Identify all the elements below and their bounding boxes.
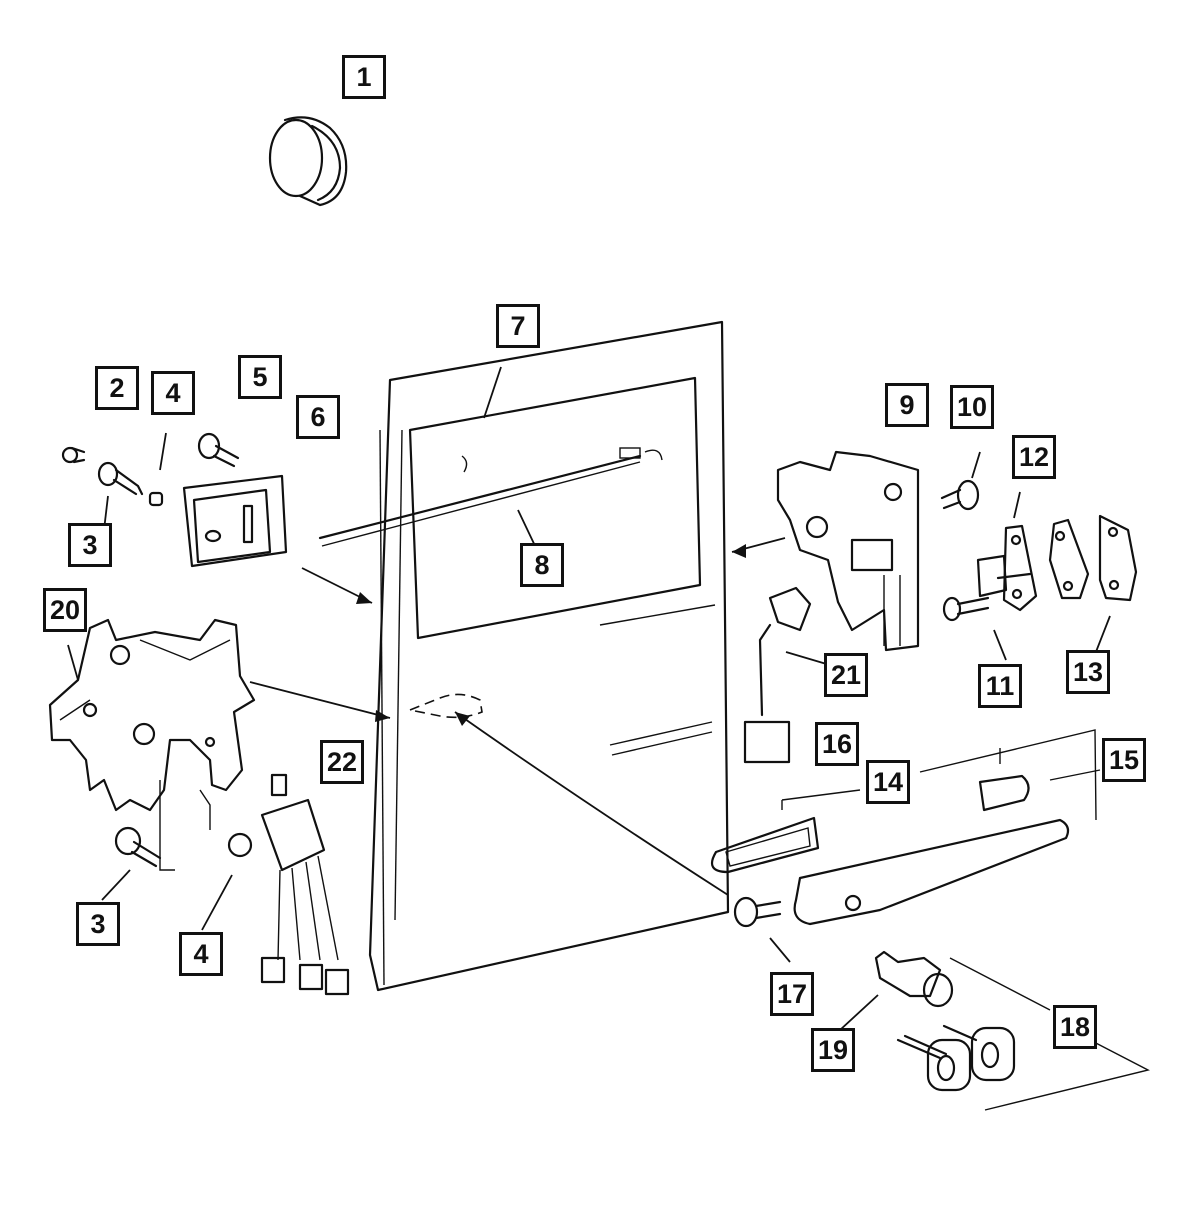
leader-lines [67, 366, 1111, 1031]
shim-plates-part [1048, 514, 1138, 602]
callout-11[interactable]: 11 [978, 664, 1022, 708]
callout-13[interactable]: 13 [1066, 650, 1110, 694]
rear-latch-part [48, 618, 256, 812]
callout-12[interactable]: 12 [1012, 435, 1056, 479]
callout-16[interactable]: 16 [815, 722, 859, 766]
assembly-arrows [249, 537, 786, 896]
callout-10[interactable]: 10 [950, 385, 994, 429]
clip-nut-part-upper [148, 491, 164, 507]
screw-part-upper [97, 461, 144, 496]
linkage-rod-part [318, 447, 663, 547]
handle-gasket-part [710, 816, 820, 874]
inside-handle-part [182, 474, 288, 568]
door-panel-part [368, 320, 730, 992]
callout-4-lower[interactable]: 4 [179, 932, 223, 976]
screw-17-part [733, 896, 782, 928]
striker-part [976, 524, 1038, 612]
callout-4-upper[interactable]: 4 [151, 371, 195, 415]
callout-6[interactable]: 6 [296, 395, 340, 439]
keys-part [896, 957, 1150, 1111]
callout-18[interactable]: 18 [1052, 1000, 1098, 1056]
screw-part-lower [114, 826, 162, 868]
callout-21[interactable]: 21 [824, 653, 868, 697]
door-latch-part [776, 450, 920, 652]
callout-1[interactable]: 1 [342, 55, 386, 99]
callout-15[interactable]: 15 [1102, 738, 1146, 782]
callout-14[interactable]: 14 [865, 755, 911, 811]
wiring-harness-part [743, 586, 812, 764]
plug-part [268, 116, 348, 207]
callout-20[interactable]: 20 [43, 588, 87, 632]
lock-cylinder-part [874, 950, 954, 1008]
callout-2[interactable]: 2 [95, 366, 139, 410]
bolt-part [197, 432, 240, 468]
callout-3-lower[interactable]: 3 [76, 902, 120, 946]
bolt-10-part [940, 479, 980, 511]
outside-handle-part [793, 774, 1070, 926]
callout-19[interactable]: 19 [811, 1028, 855, 1072]
callout-22[interactable]: 22 [320, 740, 364, 784]
callout-5[interactable]: 5 [238, 355, 282, 399]
lock-actuator-part [260, 773, 350, 996]
rivet-part [61, 446, 86, 464]
callout-8[interactable]: 8 [520, 543, 564, 587]
callout-9[interactable]: 9 [885, 383, 929, 427]
handle-kit-bracket-lines [781, 729, 1101, 821]
screw-11-part [942, 596, 990, 622]
callout-7[interactable]: 7 [496, 304, 540, 348]
clip-nut-part-lower [227, 832, 253, 858]
callout-17[interactable]: 17 [770, 972, 814, 1016]
callout-3-upper[interactable]: 3 [68, 523, 112, 567]
